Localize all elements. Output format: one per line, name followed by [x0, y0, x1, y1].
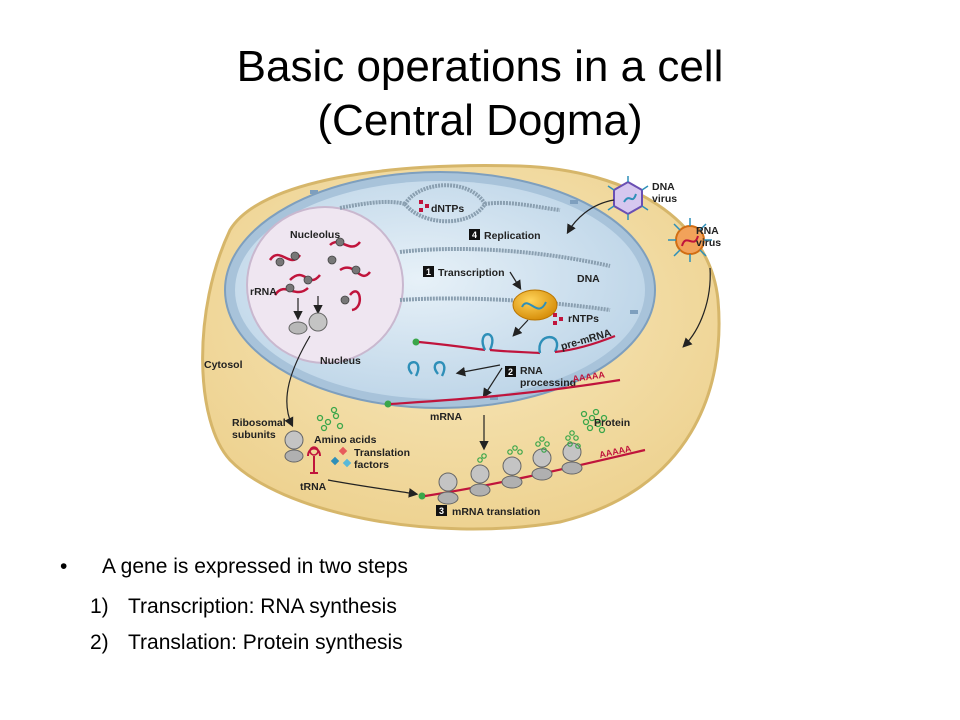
- pre-mrna: [412, 333, 616, 355]
- dna-virus-label-2: virus: [652, 193, 677, 205]
- rrna-label: rRNA: [250, 286, 277, 298]
- dna-label: DNA: [577, 273, 600, 285]
- rna-virus-label-1: RNA: [696, 225, 719, 237]
- bullet-sub-text-1: Transcription: RNA synthesis: [128, 595, 397, 618]
- ribosomal-label-2: subunits: [232, 429, 276, 441]
- transcription-label: Transcription: [438, 267, 505, 279]
- slide-title-line-1: Basic operations in a cell: [236, 42, 724, 91]
- rntps-icon: [553, 313, 563, 325]
- translation-factors-label-1: Translation: [354, 447, 410, 459]
- rna-processing-label-1: RNA: [520, 365, 543, 377]
- translation-factors-icon: [330, 446, 352, 468]
- step-4-number: 4: [472, 230, 477, 240]
- trna-label: tRNA: [300, 481, 327, 493]
- dna-virus-icon: [607, 176, 649, 220]
- dna-strand: [399, 246, 611, 268]
- amino-acids-icon: [316, 406, 344, 432]
- step-2-badge: [505, 366, 516, 377]
- protein-label: Protein: [594, 417, 630, 429]
- trna-icon: [307, 446, 321, 474]
- step-2-number: 2: [508, 367, 513, 377]
- amino-acids-label: Amino acids: [314, 434, 377, 446]
- dna-template-strand: [399, 296, 611, 312]
- rna-virus-icon: [668, 218, 712, 262]
- nucleolus-label: Nucleolus: [290, 229, 340, 241]
- dna-virus-label-1: DNA: [652, 181, 675, 193]
- replication-bubble: [339, 183, 561, 224]
- nucleus-label: Nucleus: [320, 355, 361, 367]
- mrna-translation-label: mRNA translation: [452, 506, 540, 518]
- arrow-rna-virus: [682, 267, 711, 348]
- rna-polymerase: [512, 289, 558, 321]
- arrow-dna-virus: [566, 199, 615, 235]
- bullet-sub-number-2: 2): [90, 631, 109, 654]
- arrow-transcription: [509, 271, 522, 291]
- bullet-main-text: A gene is expressed in two steps: [102, 555, 408, 578]
- mrna-label: mRNA: [430, 411, 463, 423]
- rna-processing-label-2: processing: [520, 377, 576, 389]
- cytosol-label: Cytosol: [204, 359, 243, 371]
- dntps-icon: [419, 200, 429, 212]
- step-4-badge: [469, 229, 480, 240]
- replication-label: Replication: [484, 230, 541, 242]
- step-3-number: 3: [439, 506, 444, 516]
- rntps-label: rNTPs: [568, 313, 599, 325]
- slide-title-line-2: (Central Dogma): [317, 96, 643, 145]
- bullet-sub-text-2: Translation: Protein synthesis: [128, 631, 403, 654]
- mrna-cap: [384, 400, 392, 408]
- arrow-to-pre-mrna: [512, 319, 529, 337]
- central-dogma-diagram: Nucleolus rRNA Nucleus Cytosol dNTPs 4 R…: [201, 163, 721, 531]
- arrow-to-translation: [327, 479, 419, 498]
- mrna-strand: [390, 378, 621, 406]
- translation-mrna-cap: [418, 492, 426, 500]
- rrna-proteins: [275, 237, 361, 305]
- rna-virus-label-2: virus: [696, 237, 721, 249]
- polysome-ribosomes: [437, 442, 583, 505]
- bullet-sub-number-1: 1): [90, 595, 109, 618]
- forming-subunits: [288, 296, 328, 335]
- nucleolus: [246, 206, 404, 364]
- step-1-badge: [423, 266, 434, 277]
- arrow-subunits-export: [284, 335, 311, 428]
- translation-factors-label-2: factors: [354, 459, 389, 471]
- excised-introns: [407, 361, 446, 377]
- arrow-to-mrna: [482, 367, 503, 399]
- step-3-badge: [436, 505, 447, 516]
- bullet-marker: •: [60, 555, 68, 578]
- nascent-proteins: [477, 430, 581, 463]
- step-1-number: 1: [426, 267, 431, 277]
- arrow-to-introns: [455, 364, 501, 377]
- ribosomal-subunits: [284, 430, 304, 463]
- dntps-label: dNTPs: [431, 203, 464, 215]
- released-protein: [580, 408, 608, 434]
- ribosomal-label-1: Ribosomal: [232, 417, 286, 429]
- poly-a-tail-label-1: AAAAA: [572, 369, 606, 383]
